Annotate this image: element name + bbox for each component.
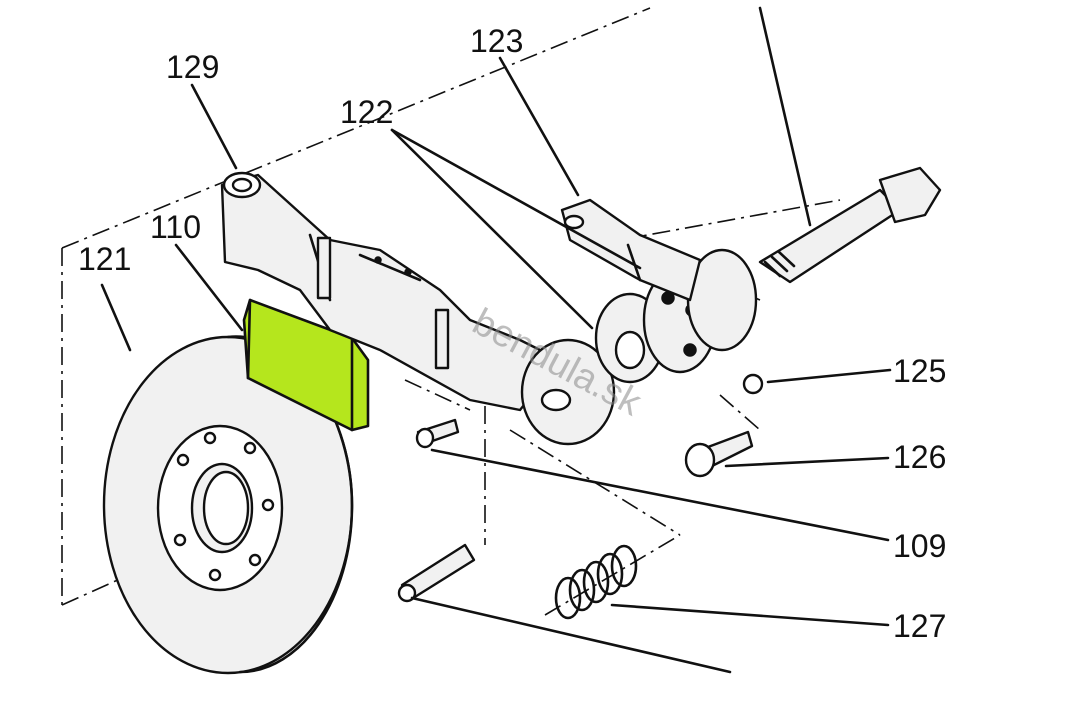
callout-109: 109 — [893, 528, 946, 564]
callout-126: 126 — [893, 439, 946, 475]
callout-127: 127 — [893, 608, 946, 644]
guide-bolt — [758, 166, 942, 284]
callout-labels: 129 123 122 110 121 125 126 109 127 — [78, 23, 946, 644]
lever-arm — [560, 198, 702, 302]
callout-121: 121 — [78, 241, 131, 277]
callout-122: 122 — [340, 94, 393, 130]
spring-127 — [554, 544, 638, 620]
callout-129: 129 — [166, 49, 219, 85]
ball-125 — [742, 373, 764, 395]
construction-lines — [61, 7, 841, 616]
piston-assembly — [520, 248, 758, 446]
small-parts — [397, 373, 764, 620]
callout-110: 110 — [150, 209, 201, 245]
callout-125: 125 — [893, 353, 946, 389]
callout-123: 123 — [470, 23, 523, 59]
leader-lines — [100, 6, 892, 674]
